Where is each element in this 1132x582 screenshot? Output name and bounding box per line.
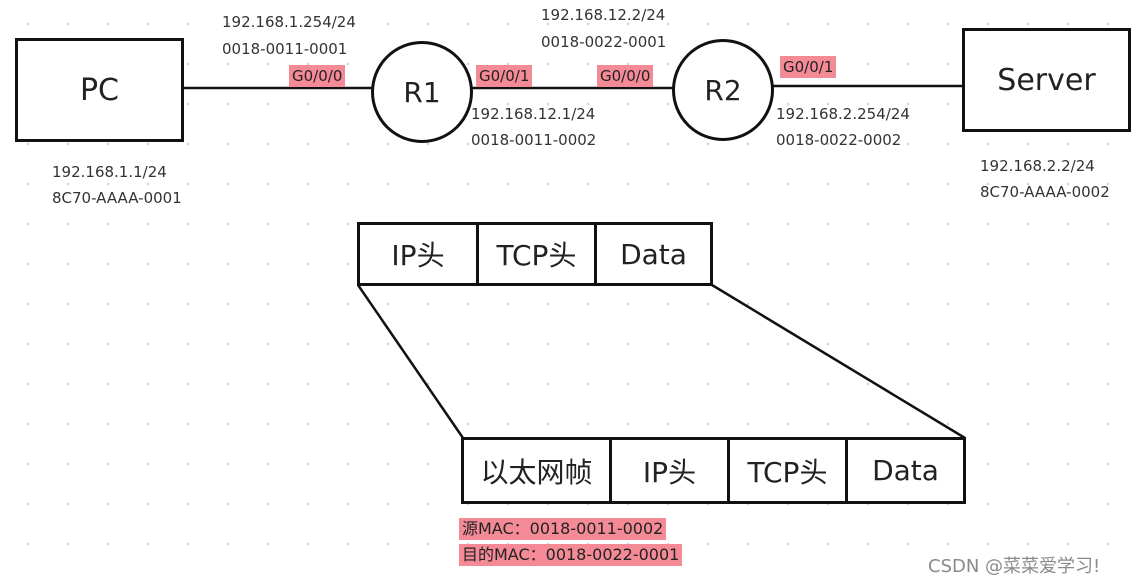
r1-label: R1 (403, 75, 441, 109)
server-label: Server (997, 62, 1096, 98)
pc-ip: 192.168.1.1/24 (52, 163, 167, 181)
ethernet-frame: 以太网帧 IP头 TCP头 Data (461, 437, 966, 504)
pc-mac: 8C70-AAAA-0001 (52, 189, 182, 207)
packet-cell: TCP头 (479, 225, 597, 283)
r2-g001-mac: 0018-0022-0002 (776, 131, 902, 149)
packet-cell: Data (620, 237, 687, 271)
frame-cell: Data (872, 454, 939, 487)
r2-g000-port: G0/0/0 (597, 65, 654, 87)
destination-mac-note: 目的MAC：0018-0022-0001 (459, 544, 683, 566)
r2-g000-ip: 192.168.12.2/24 (541, 6, 666, 24)
ip-packet: IP头 TCP头 Data (357, 222, 713, 286)
server-ip: 192.168.2.2/24 (980, 157, 1095, 175)
r2-router: R2 (672, 39, 774, 141)
source-mac-note: 源MAC：0018-0011-0002 (459, 518, 667, 540)
projection-line-right (711, 283, 966, 440)
packet-cell: IP头 (360, 225, 479, 283)
pc-label: PC (79, 72, 120, 108)
r2-g001-port: G0/0/1 (780, 56, 837, 78)
r2-label: R2 (704, 73, 742, 107)
r2-g001-ip: 192.168.2.254/24 (776, 105, 910, 123)
r1-g000-port: G0/0/0 (289, 65, 346, 87)
frame-cell: IP头 (612, 440, 730, 501)
pc-node: PC (15, 38, 184, 142)
projection-line-left (356, 284, 465, 439)
r1-g001-mac: 0018-0011-0002 (471, 131, 597, 149)
frame-cell: TCP头 (730, 440, 848, 501)
server-node: Server (962, 28, 1131, 132)
r1-g000-ip: 192.168.1.254/24 (222, 13, 356, 31)
frame-cell: 以太网帧 (464, 440, 612, 501)
r2-g000-mac: 0018-0022-0001 (541, 33, 667, 51)
watermark: CSDN @菜菜爱学习! (928, 556, 1101, 577)
server-mac: 8C70-AAAA-0002 (980, 183, 1110, 201)
r1-g001-ip: 192.168.12.1/24 (471, 105, 596, 123)
r1-g001-port: G0/0/1 (476, 65, 533, 87)
r1-router: R1 (371, 41, 473, 143)
r1-g000-mac: 0018-0011-0001 (222, 40, 348, 58)
